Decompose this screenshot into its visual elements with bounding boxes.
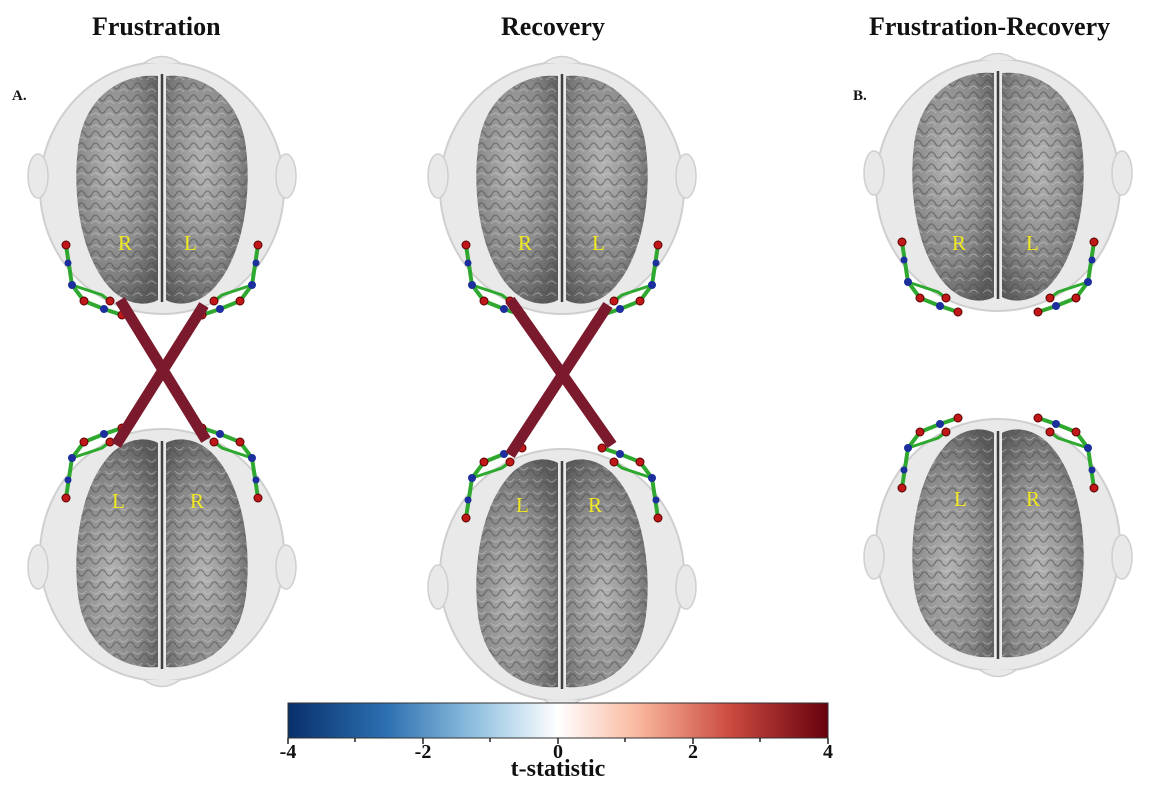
colorbar-tick-label: 4 xyxy=(823,741,833,763)
colorbar-tick-label: -2 xyxy=(414,741,432,763)
hemisphere-label-right: R xyxy=(118,231,132,255)
panel-label-b: B. xyxy=(853,88,867,104)
hemisphere-label-right: R xyxy=(1026,487,1040,511)
frustration-top-head: R L xyxy=(26,55,298,321)
colorbar-label: t-statistic xyxy=(510,756,606,782)
frustration-connections xyxy=(111,297,211,448)
hemisphere-label-right: R xyxy=(190,489,204,513)
colorbar xyxy=(287,702,829,744)
difference-top-head: R L xyxy=(862,52,1134,318)
hemisphere-label-left: L xyxy=(184,231,197,255)
hemisphere-label-right: R xyxy=(588,493,602,517)
frustration-recovery-title: Frustration-Recovery xyxy=(869,12,1111,41)
frustration-title: Frustration xyxy=(92,12,221,41)
hemisphere-label-left: L xyxy=(592,231,605,255)
difference-bottom-head: L R xyxy=(862,412,1134,678)
recovery-top-head: R L xyxy=(426,55,698,321)
hemisphere-label-left: L xyxy=(1026,231,1039,255)
panel-label-a: A. xyxy=(12,88,27,104)
hemisphere-label-right: R xyxy=(952,231,966,255)
colorbar-tick-label: 2 xyxy=(688,741,698,763)
colorbar-tick-label: 0 xyxy=(553,741,563,763)
frustration-bottom-head: L R xyxy=(26,422,298,688)
recovery-bottom-head: L R xyxy=(426,442,698,708)
recovery-title: Recovery xyxy=(501,12,605,41)
colorbar-tick-label: -4 xyxy=(279,741,297,763)
hemisphere-label-left: L xyxy=(516,493,529,517)
hemisphere-label-left: L xyxy=(112,489,125,513)
hemisphere-label-left: L xyxy=(954,487,967,511)
recovery-connections xyxy=(505,296,617,459)
hemisphere-label-right: R xyxy=(518,231,532,255)
